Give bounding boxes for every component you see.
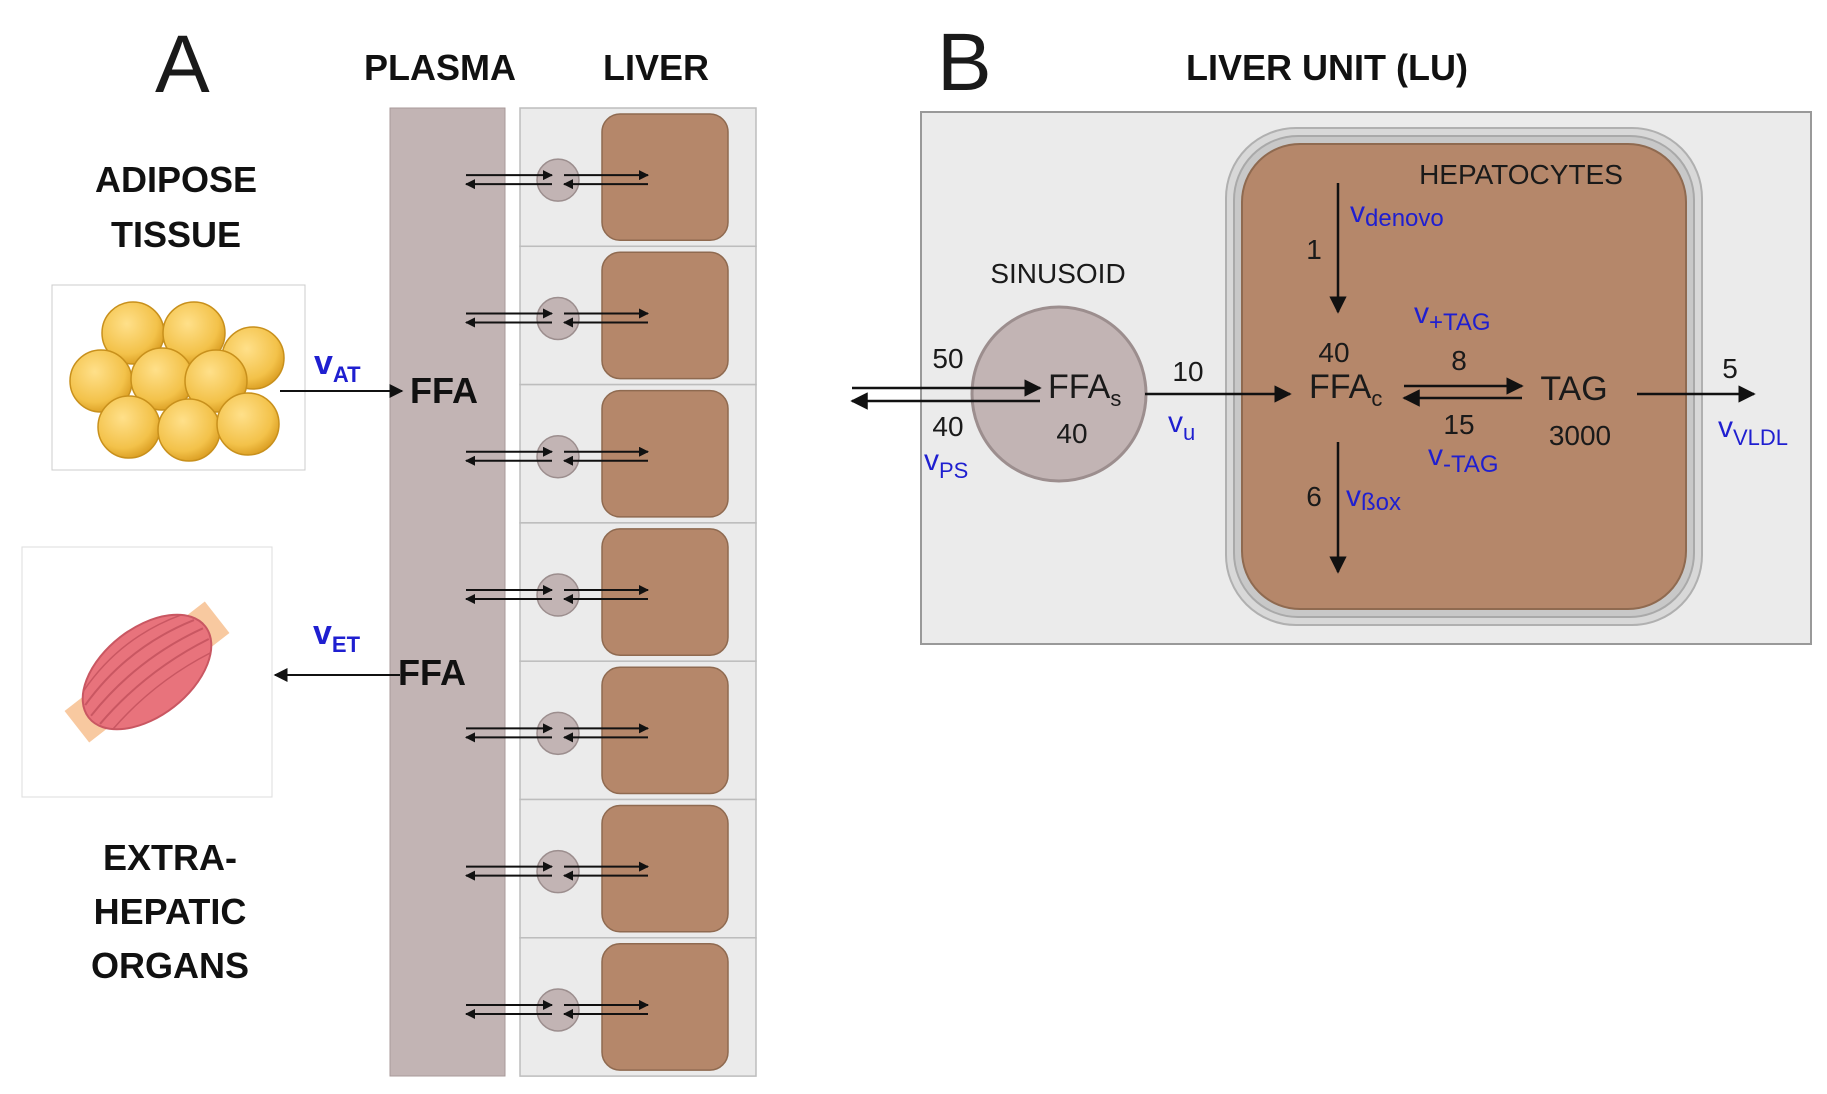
ffa-c-value: 40 (1318, 337, 1349, 368)
extrahepatic-label-line2: HEPATIC (94, 891, 247, 932)
v-box-value: 6 (1306, 481, 1322, 512)
muscle-image (21, 546, 273, 798)
ffa-c-label: FFAc (1309, 368, 1382, 411)
liver-unit-hepatocyte (601, 666, 729, 795)
adipose-label-line1: ADIPOSE (95, 159, 257, 200)
liver-unit-sinusoid (536, 711, 580, 756)
panel-b-letter: B (937, 17, 992, 108)
extrahepatic-label-line1: EXTRA- (103, 837, 237, 878)
liver-unit-title: LIVER UNIT (LU) (1186, 47, 1468, 88)
v-et-label: vET (313, 614, 361, 657)
ffa-plasma-in: FFA (410, 370, 478, 411)
v-plus-tag-value: 8 (1451, 345, 1467, 376)
liver-column (465, 107, 757, 1077)
v-denovo-value: 1 (1306, 234, 1322, 265)
liver-unit-hepatocyte (601, 389, 729, 518)
liver-unit-hepatocyte (601, 528, 729, 656)
liver-unit-hepatocyte (601, 804, 729, 933)
liver-unit-hepatocyte (601, 113, 729, 242)
plasma-column (389, 107, 506, 1077)
v-u-label: vu (1168, 406, 1195, 445)
extrahepatic-label-line3: ORGANS (91, 945, 249, 986)
v-minus-tag-value: 15 (1443, 409, 1474, 440)
v-ps-label: vPS (924, 444, 968, 483)
v-at-label: vAT (314, 344, 361, 387)
liver-unit-sinusoid (536, 849, 580, 894)
v-box-label: vßox (1346, 480, 1401, 516)
v-u-value: 10 (1172, 356, 1203, 387)
adipose-label-line2: TISSUE (111, 214, 241, 255)
panel-a-letter: A (155, 19, 210, 110)
liver-unit-hepatocyte (601, 251, 729, 380)
ffa-s-value: 40 (1056, 418, 1087, 449)
liver-unit-sinusoid (536, 573, 580, 617)
v-minus-tag-label: v-TAG (1428, 439, 1499, 478)
hepatocytes-block (1225, 127, 1703, 626)
liver-unit-hepatocyte (601, 943, 729, 1071)
liver-label: LIVER (603, 47, 709, 88)
plasma-label: PLASMA (364, 47, 516, 88)
tag-label: TAG (1540, 370, 1607, 408)
flux-in-value: 50 (932, 343, 963, 374)
liver-unit-sinusoid (536, 988, 580, 1032)
liver-unit-sinusoid (536, 435, 580, 479)
liver-unit-sinusoid (536, 296, 580, 341)
liver-unit-sinusoid (536, 158, 580, 202)
sinusoid-label: SINUSOID (990, 258, 1125, 289)
ffa-s-label: FFAs (1048, 368, 1121, 411)
tag-value: 3000 (1549, 420, 1611, 451)
adipose-tissue-image (51, 284, 306, 471)
v-vldl-value: 5 (1722, 353, 1738, 384)
v-denovo-label: vdenovo (1350, 196, 1444, 232)
flux-out-value: 40 (932, 411, 963, 442)
v-vldl-label: vVLDL (1718, 411, 1788, 450)
ffa-plasma-out: FFA (398, 652, 466, 693)
v-plus-tag-label: v+TAG (1414, 297, 1491, 336)
hepatocytes-label: HEPATOCYTES (1419, 159, 1623, 190)
